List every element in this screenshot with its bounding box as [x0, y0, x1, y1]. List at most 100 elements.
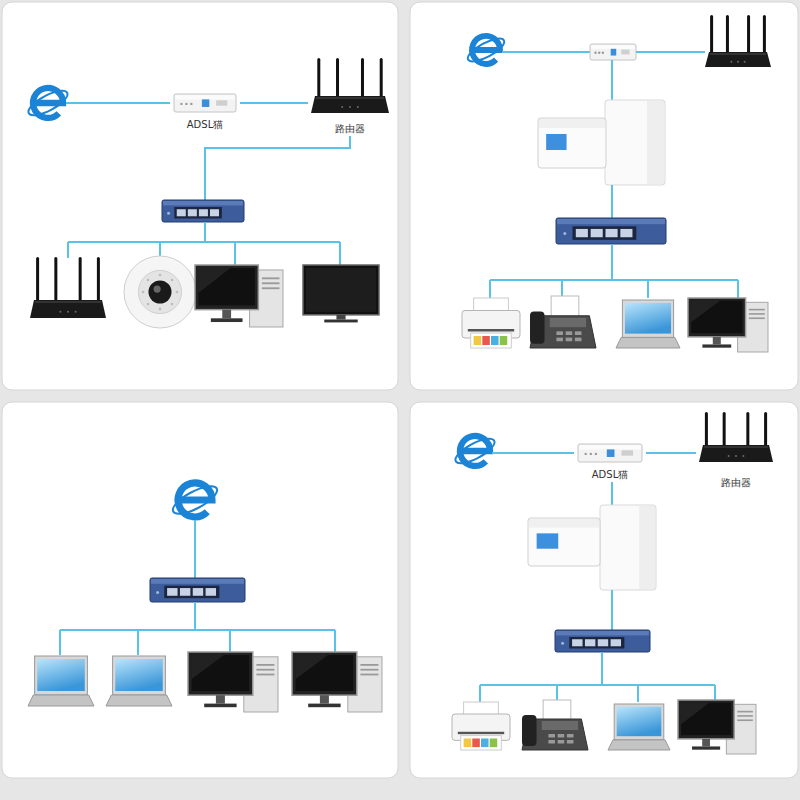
pc-drive-slot — [737, 715, 753, 717]
camera-lens — [148, 280, 171, 303]
router-node: 路由器 — [696, 410, 776, 490]
pc-drive-slot — [749, 313, 765, 315]
switch-body — [556, 218, 666, 244]
adapter-port — [537, 533, 559, 548]
switch-led — [167, 212, 170, 215]
switch-body — [162, 200, 244, 222]
laptop-icon — [28, 656, 94, 706]
router-highlight — [710, 54, 766, 55]
laptop-screen — [625, 303, 671, 334]
pc-screen-gloss — [199, 268, 231, 293]
router-highlight — [704, 447, 768, 448]
switch-top — [557, 219, 665, 224]
modem-led — [595, 453, 597, 455]
router-antenna — [361, 58, 364, 98]
adapter-large-side — [647, 101, 664, 184]
pc-drive-slot — [256, 669, 274, 671]
network-cable — [479, 685, 481, 702]
switch-port — [188, 209, 197, 216]
laptop-base — [28, 695, 94, 706]
router-antenna — [317, 58, 320, 98]
switch-port — [206, 588, 216, 596]
network-cable — [561, 280, 563, 298]
router-led — [67, 311, 69, 313]
laptop-lid — [622, 300, 673, 337]
panel-card — [2, 402, 398, 778]
camera-ir-led — [159, 274, 162, 277]
network-cable — [611, 590, 613, 630]
modem-port — [202, 99, 209, 107]
pc-monitor-base — [692, 746, 720, 749]
fax-key — [548, 740, 555, 744]
adapter-large-side — [639, 506, 655, 589]
network-cable — [611, 60, 613, 100]
router-antenna — [54, 257, 57, 302]
router-led — [59, 311, 61, 313]
switch-port — [177, 209, 186, 216]
router-antenna — [36, 257, 39, 302]
modem-icon — [578, 444, 642, 462]
camera-icon — [124, 256, 196, 328]
device-label: 路由器 — [335, 123, 365, 136]
camera-ir-led — [147, 279, 150, 282]
router-antenna — [97, 257, 100, 302]
router-led — [730, 61, 732, 63]
printed-color-band — [482, 336, 490, 345]
network-cable — [68, 241, 340, 243]
network-cable — [647, 280, 649, 298]
pc-drive-slot — [262, 282, 280, 284]
router-body — [30, 300, 106, 318]
illustration-layer — [25, 15, 773, 754]
modem-node: ADSL猫 — [574, 440, 646, 482]
modem-body — [174, 94, 236, 112]
printer-output-paper — [471, 333, 512, 348]
network-cable — [737, 280, 739, 298]
fax-key — [558, 734, 565, 738]
modem-led — [185, 103, 187, 105]
network-cable — [636, 51, 705, 53]
printer-output-paper — [461, 736, 502, 750]
internet-icon — [25, 86, 70, 120]
router-antenna — [723, 412, 726, 447]
fax-key — [575, 338, 582, 342]
router-body — [699, 445, 773, 462]
laptop-screen — [115, 659, 163, 691]
modem-port — [622, 450, 634, 455]
panel-card — [2, 2, 398, 390]
camera-ir-led — [176, 291, 179, 294]
fax-top — [542, 721, 578, 730]
pc-drive-slot — [256, 664, 274, 666]
internet-icon-orbit — [169, 481, 221, 519]
pc-drive-slot — [749, 309, 765, 311]
switch-top — [163, 201, 243, 205]
router-antenna — [336, 58, 339, 98]
modem-port — [621, 50, 629, 55]
network-cable — [480, 684, 715, 686]
printed-color-band — [481, 738, 489, 747]
pc-drive-slot — [360, 674, 378, 676]
camera-dome — [124, 256, 196, 328]
modem-led — [598, 52, 600, 54]
router-antenna — [380, 58, 383, 98]
network-cable — [66, 102, 170, 104]
modem-led — [602, 52, 604, 54]
pc-monitor — [688, 298, 746, 337]
pc-monitor-neck — [702, 739, 710, 747]
switch-top — [151, 579, 244, 584]
laptop-lid — [35, 656, 88, 695]
laptop-lid — [614, 704, 664, 740]
modem-led — [584, 453, 586, 455]
camera-glint — [154, 286, 161, 293]
printer-slot — [458, 732, 504, 734]
laptop-base — [616, 337, 680, 348]
switch-port — [620, 229, 632, 237]
pc-monitor — [292, 652, 357, 695]
powerline-adapter-pair — [528, 505, 656, 590]
laptop-lid — [113, 656, 166, 695]
network-cable — [646, 452, 696, 454]
adapter-small-top — [539, 119, 605, 128]
switch-port — [611, 639, 621, 646]
